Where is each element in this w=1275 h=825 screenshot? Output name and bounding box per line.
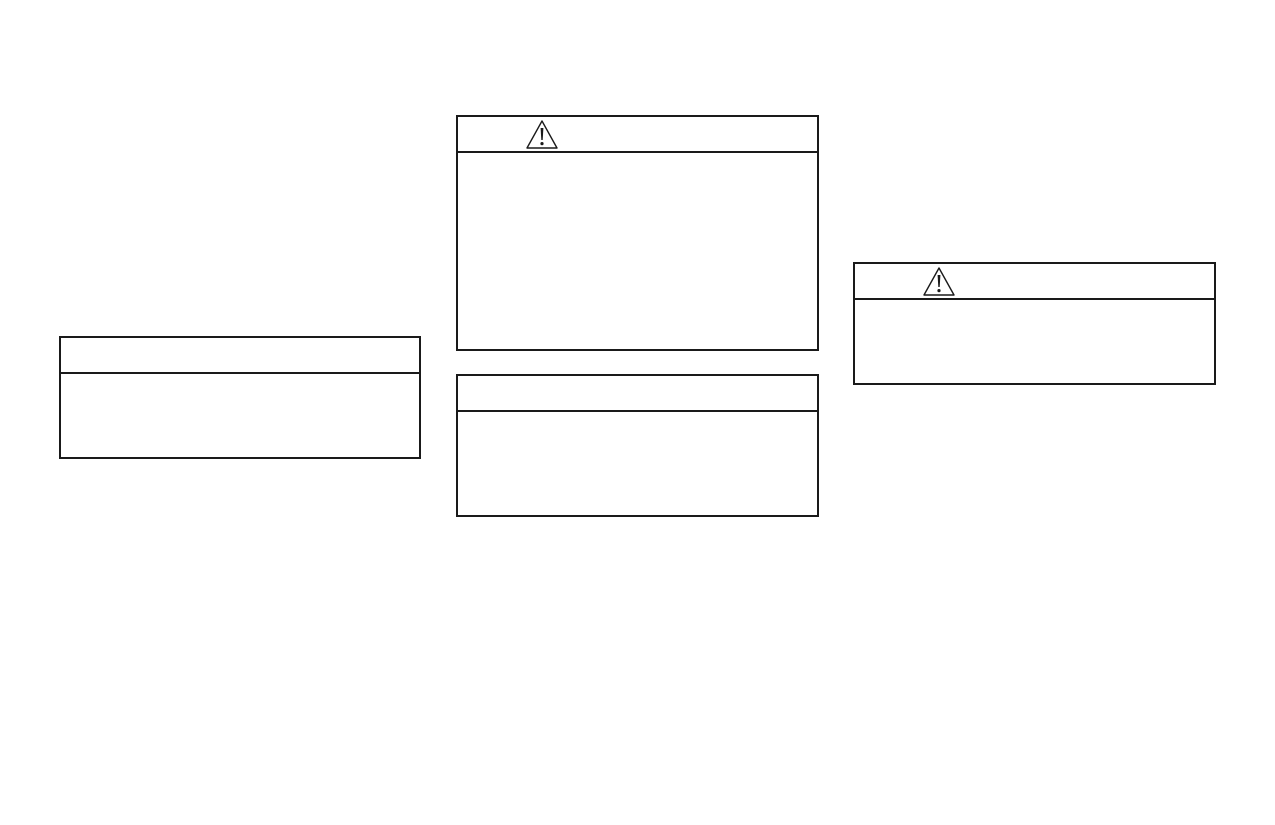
notice-box-left	[59, 336, 421, 459]
warning-triangle-icon	[525, 119, 559, 150]
warning-triangle-icon	[922, 266, 956, 297]
warning-box-header	[855, 264, 1214, 300]
warning-box-header	[458, 117, 817, 153]
notice-box-header	[61, 338, 419, 374]
warning-box-middle-top	[456, 115, 819, 351]
warning-box-right	[853, 262, 1216, 385]
notice-box-header	[458, 376, 817, 412]
notice-box-middle-bottom	[456, 374, 819, 517]
